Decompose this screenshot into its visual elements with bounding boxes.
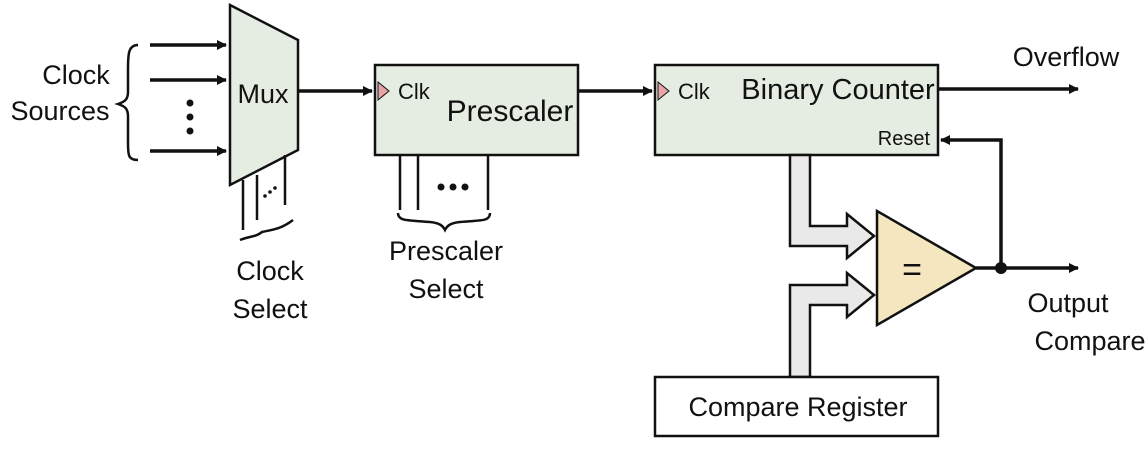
clock-select-label-line1: Clock: [236, 256, 304, 286]
prescaler-clk-label: Clk: [398, 79, 431, 104]
mux-shape: [228, 2, 300, 188]
binary-counter-box: [653, 63, 940, 157]
reset-feedback-wire: [940, 135, 1003, 268]
ellipsis-dot: [263, 194, 267, 198]
counter-reset-label: Reset: [878, 128, 931, 150]
ellipsis-dot: [268, 190, 272, 194]
prescaler-select-label-line1: Prescaler: [389, 236, 503, 266]
mux-block: Mux Clock Select: [228, 2, 308, 324]
prescaler-label: Prescaler: [447, 95, 574, 128]
ellipsis-dot: [186, 99, 194, 107]
ellipsis-dot: [449, 183, 457, 191]
binary-counter-label: Binary Counter: [741, 74, 935, 106]
comparator-equals-symbol: =: [902, 251, 922, 289]
clock-select-label-line2: Select: [232, 294, 308, 324]
comparator-block: =: [875, 208, 979, 328]
counter-clk-label: Clk: [678, 79, 711, 104]
comparator-shape: [875, 208, 979, 328]
ellipsis-dot: [437, 183, 445, 191]
compare-register-label: Compare Register: [688, 392, 907, 422]
compare-register-block: Compare Register: [653, 375, 940, 438]
overflow-label: Overflow: [1013, 42, 1120, 72]
clock-select-brace: [239, 219, 294, 242]
prescaler-box: [373, 63, 580, 157]
clock-sources-brace: [114, 43, 139, 162]
ellipsis-dot: [273, 186, 277, 190]
counter-clock-marker: [657, 80, 670, 102]
prescaler-select-label-line2: Select: [408, 274, 484, 304]
ellipsis-dot: [186, 127, 194, 135]
clock-sources-label-line1: Clock: [42, 60, 110, 90]
ellipsis-dot: [186, 113, 194, 121]
output-compare-label-line1: Output: [1027, 288, 1109, 318]
binary-counter-block: Clk Binary Counter Reset: [653, 63, 940, 157]
clock-sources: Clock Sources: [10, 40, 227, 162]
ellipsis-dot: [461, 183, 469, 191]
clock-sources-label-line2: Sources: [10, 96, 109, 126]
prescaler-block: Clk Prescaler Prescaler Select: [373, 63, 580, 304]
prescaler-select-brace: [396, 212, 492, 233]
counter-to-comparator-bus: [788, 153, 876, 261]
mux-label: Mux: [237, 79, 289, 109]
output-compare-label-line2: Compare: [1034, 326, 1145, 356]
compare-register-box: [653, 375, 940, 438]
prescaler-clock-marker: [377, 80, 390, 102]
register-to-comparator-bus: [788, 270, 876, 379]
